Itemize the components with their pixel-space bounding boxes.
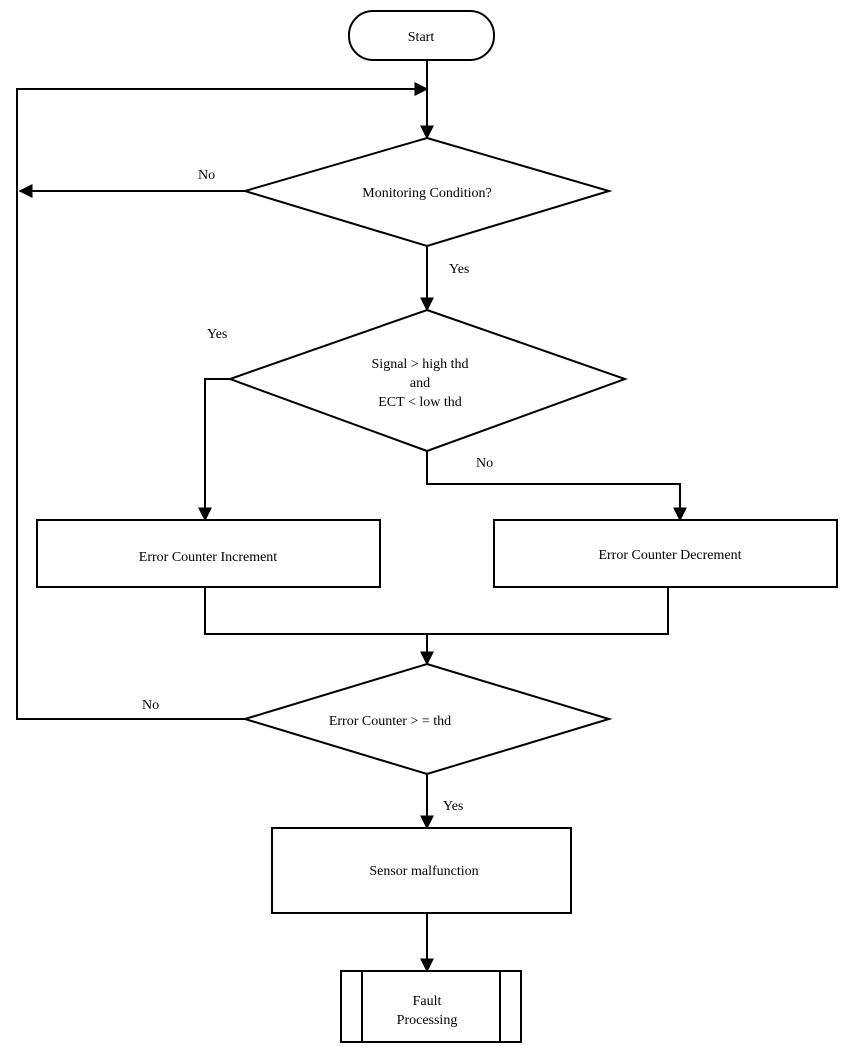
edge-label-signal-no: No [476, 456, 493, 471]
arrow-signal-no [426, 451, 687, 522]
edge-label-counter-no: No [142, 698, 159, 713]
connectors [16, 60, 687, 973]
decrement-process: Error Counter Decrement [493, 519, 838, 588]
decrement-process-label: Error Counter Decrement [598, 548, 741, 563]
signal-decision-line-1: Signal > high thd [372, 357, 469, 372]
fault-subprocess-line-1: Fault [413, 994, 442, 1009]
monitoring-decision-label: Monitoring Condition? [362, 186, 492, 201]
edge-label-monitoring-yes: Yes [449, 262, 469, 277]
counter-decision-label: Error Counter > = thd [329, 714, 451, 729]
edge-label-signal-yes: Yes [207, 327, 227, 342]
arrow-signal-yes [198, 378, 230, 522]
signal-decision-line-2: and [410, 376, 430, 391]
start-terminator: Start [348, 10, 495, 61]
fault-subprocess-line-2: Processing [397, 1013, 458, 1028]
malfunction-process: Sensor malfunction [271, 827, 572, 914]
signal-decision-line-3: ECT < low thd [378, 395, 461, 410]
malfunction-process-label: Sensor malfunction [369, 864, 478, 879]
arrow-counter-no-loop [16, 82, 429, 720]
increment-process-label: Error Counter Increment [139, 550, 277, 565]
signal-decision: Signal > high thd and ECT < low thd [227, 308, 628, 453]
edge-labels: No Yes Yes No No Yes [142, 168, 493, 814]
edge-label-counter-yes: Yes [443, 799, 463, 814]
start-label: Start [408, 30, 435, 45]
merge-line [204, 588, 669, 635]
edge-label-monitoring-no: No [198, 168, 215, 183]
monitoring-decision: Monitoring Condition? [241, 136, 613, 248]
counter-decision: Error Counter > = thd [241, 662, 613, 776]
increment-process: Error Counter Increment [36, 519, 381, 588]
fault-subprocess: Fault Processing [340, 970, 522, 1043]
